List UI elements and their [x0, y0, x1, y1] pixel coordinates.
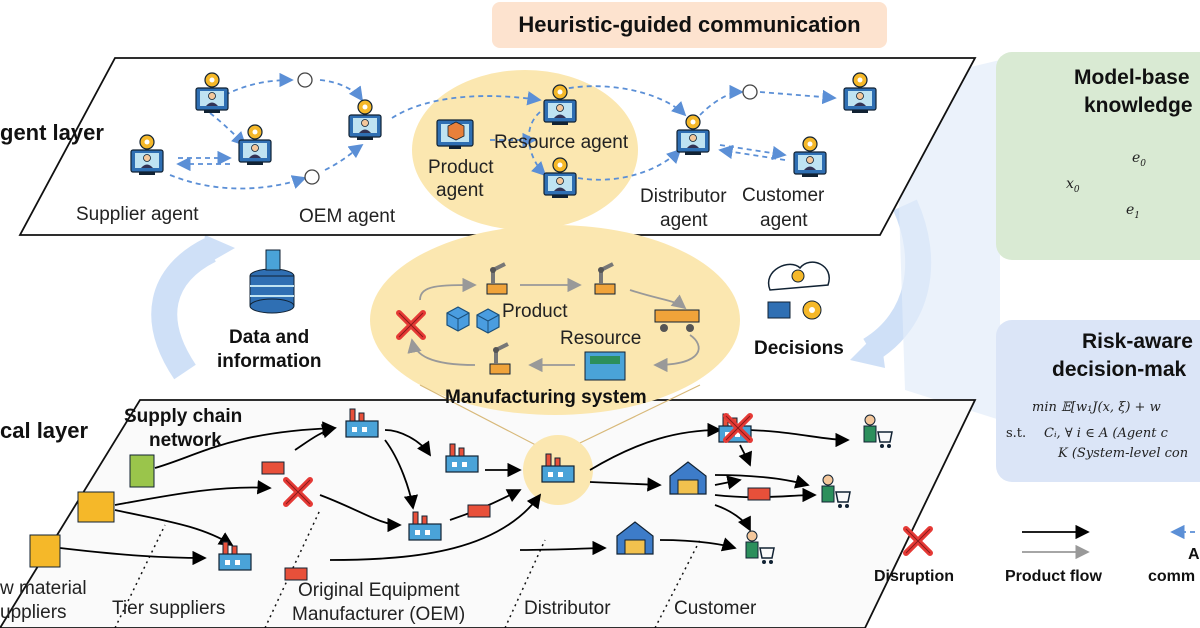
data-flow-arrow	[151, 238, 217, 380]
truck-icon	[261, 461, 285, 475]
supply-chain-label-1: Supply chain	[124, 406, 243, 427]
raw-material-label-2: uppliers	[0, 602, 67, 623]
legend-disruption-label: Disruption	[874, 568, 954, 585]
heuristic-communication-banner: Heuristic-guided communication	[492, 2, 887, 48]
distributor-agent-label-1: Distributor	[640, 186, 727, 207]
oem-agent-label: OEM agent	[299, 206, 396, 227]
oem-label-2: Manufacturer (OEM)	[292, 604, 466, 625]
constraint-2: K (System-level con	[1058, 446, 1189, 461]
constraint-1: Cᵢ, ∀ i ∈ A (Agent c	[1044, 426, 1168, 441]
manufacturing-system-label: Manufacturing system	[445, 387, 647, 408]
product-agent-icon	[436, 119, 474, 149]
risk-aware-panel: Risk-aware decision-mak min 𝔼[w₁J(x, ξ) …	[996, 320, 1200, 482]
product-agent-label-1: Product	[428, 157, 494, 178]
product-agent-label-2: agent	[436, 180, 484, 201]
decisions-label: Decisions	[754, 338, 844, 359]
customer-agent-label-2: agent	[760, 210, 808, 231]
objective-formula: min 𝔼[w₁J(x, ξ) + w	[1032, 400, 1161, 415]
legend-comm-label-2: comm	[1148, 568, 1196, 585]
raw-material-label-1: w material	[0, 578, 87, 599]
model-panel-title-1: Model-base	[1074, 66, 1190, 89]
mfg-product-label: Product	[502, 301, 568, 322]
truck-icon-3	[747, 487, 771, 501]
product-cube-icon-2	[476, 308, 500, 334]
legend-disruption-icon	[906, 529, 930, 553]
distributor-agent-label-2: agent	[660, 210, 708, 231]
agent-highlight	[412, 70, 638, 230]
raw-material-icon-2	[77, 491, 115, 523]
e1-label: e1	[1126, 202, 1141, 221]
risk-panel-title-1: Risk-aware	[1082, 330, 1193, 353]
supply-chain-label-2: network	[149, 430, 222, 451]
data-info-label-1: Data and	[229, 327, 310, 348]
database-icon	[249, 249, 295, 314]
truck-icon-2	[467, 504, 491, 518]
decisions-icon	[767, 261, 830, 320]
customer-agent-label-1: Customer	[742, 185, 825, 206]
model-based-panel: Model-base knowledge x0 e0 e1	[996, 52, 1200, 260]
oem-label-1: Original Equipment	[298, 580, 460, 601]
customer-label: Customer	[674, 598, 757, 619]
raw-material-icon	[129, 454, 155, 488]
resource-agent-label: Resource agent	[494, 132, 629, 153]
machine-icon	[584, 351, 626, 381]
raw-material-icon-3	[29, 534, 61, 568]
tier-suppliers-label: Tier suppliers	[112, 598, 226, 619]
agent-layer-title: gent layer	[0, 120, 104, 145]
risk-panel-title-2: decision-mak	[1052, 358, 1187, 381]
x0-label: x0	[1066, 176, 1080, 195]
physical-layer-title: cal layer	[0, 418, 89, 443]
supplier-agent-label: Supplier agent	[76, 204, 199, 225]
mfg-resource-label: Resource	[560, 328, 642, 349]
manufacturing-highlight	[370, 225, 740, 415]
e0-label: e0	[1132, 150, 1147, 169]
truck-icon-4	[284, 567, 308, 581]
product-cube-icon	[446, 306, 470, 332]
st-label: s.t.	[1006, 426, 1027, 441]
conveyor-icon	[654, 309, 700, 332]
model-panel-title-2: knowledge	[1084, 94, 1193, 117]
legend-comm-label-1: A	[1188, 546, 1200, 563]
distributor-label: Distributor	[524, 598, 611, 619]
legend-product-flow-label: Product flow	[1005, 568, 1102, 585]
data-info-label-2: information	[217, 351, 322, 372]
